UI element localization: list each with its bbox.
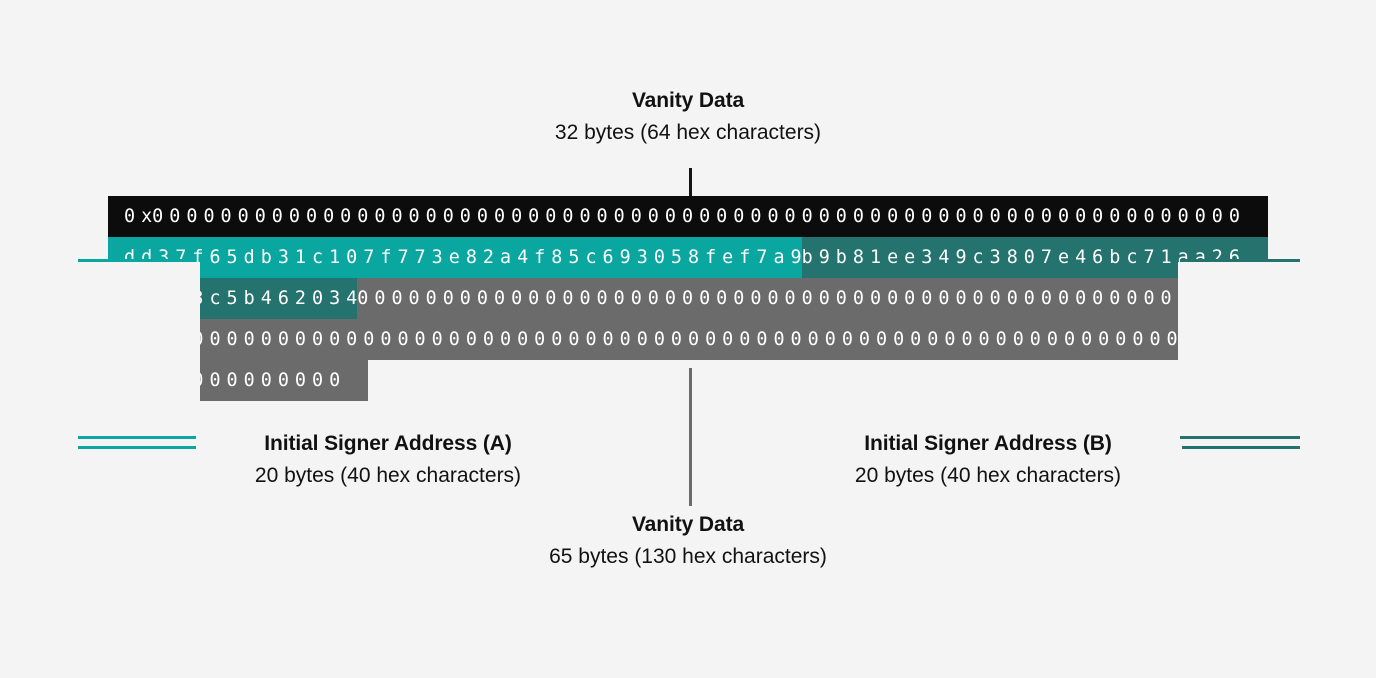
hex-row-1: 0x 0000000000000000000000000000000000000…	[108, 196, 1268, 237]
signer-b-label: Initial Signer Address (B) 20 bytes (40 …	[708, 431, 1268, 490]
vanity-data-top-label: Vanity Data 32 bytes (64 hex characters)	[0, 88, 1376, 147]
vanity-data-bottom-title: Vanity Data	[631, 513, 745, 536]
signer-a-label: Initial Signer Address (A) 20 bytes (40 …	[108, 431, 668, 490]
signer-a-bracket-stub	[78, 446, 196, 449]
hex-signer-b-address-part-1: b9b81ee349c3807e46bc71aa26	[801, 237, 1269, 278]
vanity-top-connector-line	[689, 168, 692, 198]
hex-row-3-zeros: 0000000000000000000000000000000000000000…	[357, 278, 1269, 319]
signer-b-bracket-stub	[1182, 446, 1300, 449]
vanity-data-top-subtitle: 32 bytes (64 hex characters)	[554, 121, 822, 144]
signer-a-bracket-mask	[78, 262, 200, 436]
signer-b-title: Initial Signer Address (B)	[864, 432, 1112, 455]
hex-row-5: 0000000000000	[108, 360, 1268, 401]
vanity-bottom-connector-line	[689, 368, 692, 506]
signer-b-subtitle: 20 bytes (40 hex characters)	[854, 464, 1122, 487]
hex-row-4: 0000000000000000000000000000000000000000…	[108, 319, 1275, 360]
signer-b-bracket-mask	[1178, 262, 1300, 436]
hex-byte-block: 0x 0000000000000000000000000000000000000…	[108, 196, 1275, 401]
hex-row-2: dd37f65db31c107f773e82a4f85c693058fef7a9…	[108, 237, 1269, 278]
vanity-data-bottom-label: Vanity Data 65 bytes (130 hex characters…	[0, 512, 1376, 571]
hex-signer-a-address: dd37f65db31c107f773e82a4f85c693058fef7a9	[108, 237, 808, 278]
hex-row-4-zeros: 0000000000000000000000000000000000000000…	[108, 319, 1275, 360]
hex-row-1-zeros: 0000000000000000000000000000000000000000…	[152, 196, 1268, 237]
hex-prefix-0x: 0x	[108, 196, 159, 237]
hex-row-3: 32203c5b462034 0000000000000000000000000…	[108, 278, 1269, 319]
vanity-data-bottom-subtitle: 65 bytes (130 hex characters)	[549, 545, 827, 568]
vanity-data-top-title: Vanity Data	[631, 89, 745, 112]
signer-a-subtitle: 20 bytes (40 hex characters)	[254, 464, 522, 487]
signer-a-title: Initial Signer Address (A)	[264, 432, 512, 455]
